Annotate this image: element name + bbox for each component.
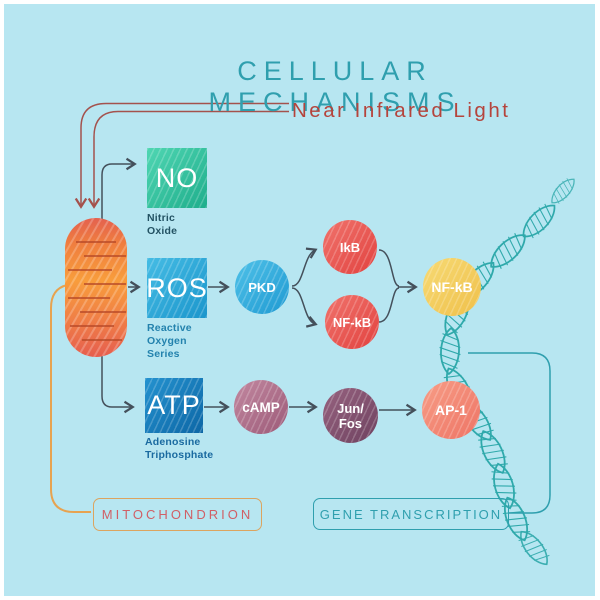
mitochondrion-caption-box: MITOCHONDRION xyxy=(93,498,262,531)
jun-fos-label: Jun/ Fos xyxy=(337,400,364,431)
atp-label: ATP xyxy=(147,390,201,420)
ros-node: ROS xyxy=(147,258,207,318)
reactive-oxygen-caption: Reactive Oxygen Series xyxy=(147,322,192,360)
no-node: NO xyxy=(147,148,207,208)
pkd-node: PKD xyxy=(235,260,289,314)
nfkb-yellow-label: NF-kB xyxy=(431,279,473,295)
ikb-node: IkB xyxy=(323,220,377,274)
subtitle-near-infrared-light: Near Infrared Light xyxy=(292,99,511,122)
ap1-label: AP-1 xyxy=(435,402,467,418)
mitochondrion-graphic xyxy=(65,218,127,357)
nitric-oxide-caption: Nitric Oxide xyxy=(147,212,178,237)
ikb-label: IkB xyxy=(339,239,361,255)
nfkb-node-red: NF-kB xyxy=(325,295,379,349)
adenosine-triphosphate-caption: Adenosine Triphosphate xyxy=(145,436,214,461)
camp-node: cAMP xyxy=(234,380,288,434)
nfkb-node-yellow: NF-kB xyxy=(423,258,481,316)
pkd-label: PKD xyxy=(248,279,276,295)
no-label: NO xyxy=(155,162,199,193)
mitochondrion-cristae xyxy=(68,241,126,341)
nfkb-label: NF-kB xyxy=(332,314,372,330)
nir-beam-lines xyxy=(74,102,289,209)
mitochondrion-connector xyxy=(50,284,91,513)
gene-transcription-caption-box: GENE TRANSCRIPTION xyxy=(313,498,509,530)
atp-node: ATP xyxy=(145,378,203,433)
page-title: CELLULAR MECHANISMS xyxy=(208,56,462,117)
gene-transcription-connector xyxy=(468,352,551,514)
gene-transcription-caption: GENE TRANSCRIPTION xyxy=(319,506,503,522)
ros-label: ROS xyxy=(147,272,207,303)
pathway-arrows xyxy=(101,157,418,417)
jun-fos-node: Jun/ Fos xyxy=(323,388,378,443)
ap1-node: AP-1 xyxy=(422,381,480,439)
camp-label: cAMP xyxy=(242,399,280,415)
mitochondrion-caption: MITOCHONDRION xyxy=(101,507,254,522)
